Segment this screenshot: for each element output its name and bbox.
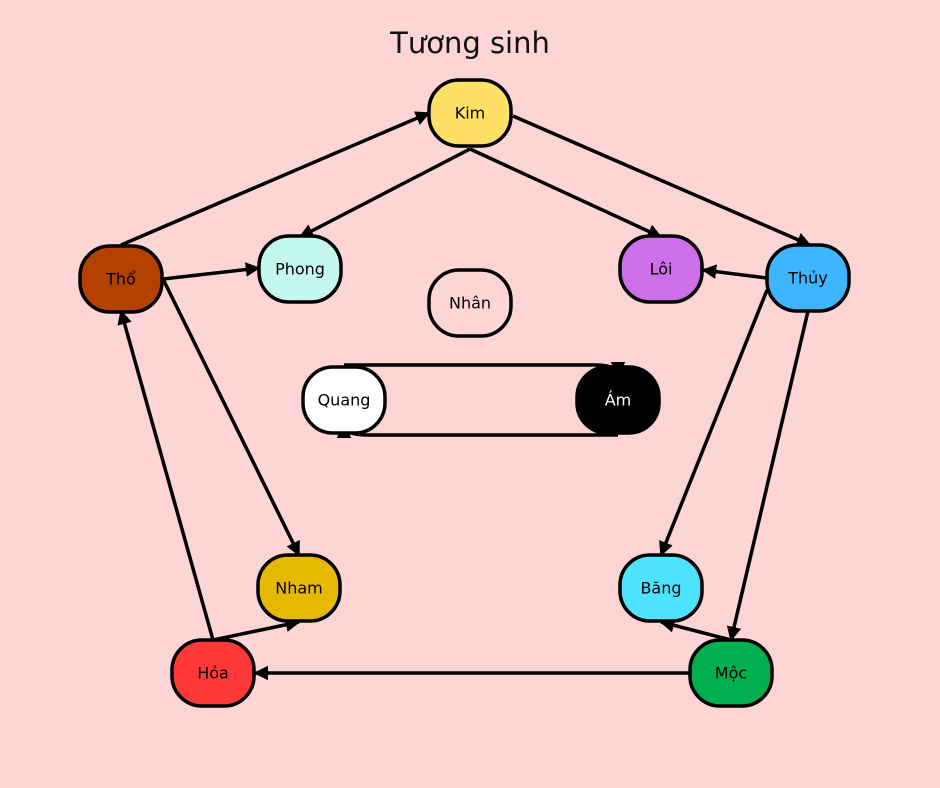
node-phong: Phong xyxy=(257,234,343,304)
node-nhan-shape xyxy=(427,268,513,338)
node-nham-label: Nham xyxy=(275,579,323,598)
edge-am-to-quang xyxy=(336,423,618,439)
node-kim: Kim xyxy=(427,78,513,148)
edge-thuy-to-moc xyxy=(726,310,810,642)
node-thuy: Thủy xyxy=(765,243,851,313)
edge-moc-to-bang xyxy=(659,618,732,642)
node-thuy-label: Thủy xyxy=(787,269,828,288)
edge-tho-to-kim xyxy=(120,111,431,247)
edge-kim-to-phong xyxy=(298,147,471,239)
node-loi-shape xyxy=(618,234,704,304)
diagram-title: Tương sinh xyxy=(390,26,550,60)
node-loi-label: Lôi xyxy=(650,260,673,279)
edges-layer xyxy=(117,111,812,681)
node-kim-label: Kim xyxy=(455,104,486,123)
node-thuy-shape xyxy=(765,243,851,313)
edge-kim-to-thuy xyxy=(512,114,812,247)
edge-thuy-to-loi xyxy=(701,264,768,280)
edge-tho-to-phong xyxy=(162,262,261,281)
node-tho-shape xyxy=(78,244,164,314)
edge-tho-to-nham xyxy=(161,278,301,557)
node-hoa: Hỏa xyxy=(170,638,256,708)
node-loi: Lôi xyxy=(618,234,704,304)
edge-hoa-to-nham xyxy=(212,617,301,642)
node-am-shape xyxy=(575,365,661,435)
edge-quang-to-am xyxy=(344,361,626,377)
node-kim-shape xyxy=(427,78,513,148)
node-phong-shape xyxy=(257,234,343,304)
edge-hoa-to-tho xyxy=(117,309,215,641)
node-bang-shape xyxy=(618,553,704,623)
node-bang-label: Băng xyxy=(640,579,681,598)
node-tho-label: Thổ xyxy=(105,270,136,289)
node-am: Ám xyxy=(575,365,661,435)
node-nhan-label: Nhân xyxy=(449,294,491,313)
node-nham: Nham xyxy=(256,553,342,623)
edge-thuy-to-bang xyxy=(659,289,769,557)
node-quang: Quang xyxy=(301,365,387,435)
node-moc: Mộc xyxy=(688,638,774,708)
node-nham-shape xyxy=(256,553,342,623)
node-nhan: Nhân xyxy=(427,268,513,338)
node-moc-shape xyxy=(688,638,774,708)
node-quang-label: Quang xyxy=(318,391,371,410)
node-am-label: Ám xyxy=(605,391,632,410)
node-moc-label: Mộc xyxy=(715,664,747,683)
edge-kim-to-loi xyxy=(469,147,663,239)
node-tho: Thổ xyxy=(78,244,164,314)
node-hoa-label: Hỏa xyxy=(197,664,229,683)
node-quang-shape xyxy=(301,365,387,435)
node-phong-label: Phong xyxy=(275,260,325,279)
node-hoa-shape xyxy=(170,638,256,708)
node-bang: Băng xyxy=(618,553,704,623)
